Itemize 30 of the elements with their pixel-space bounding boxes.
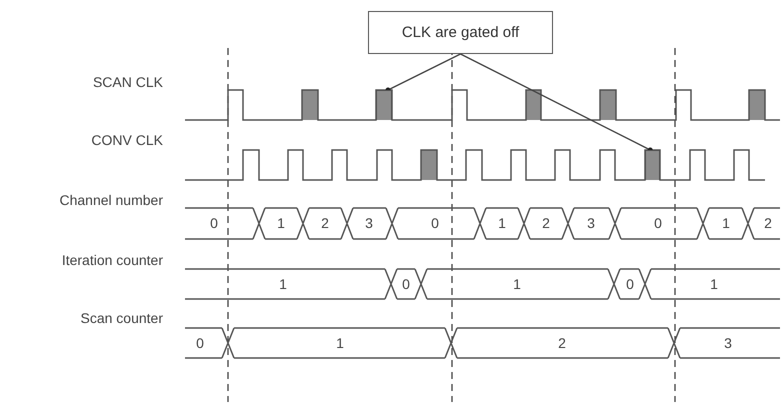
callout-box: CLK are gated off — [368, 11, 553, 54]
bus-value: 1 — [277, 215, 285, 231]
bus-value: 0 — [402, 276, 410, 292]
signal-name: Iteration counter — [62, 252, 163, 268]
bus-value: 0 — [196, 335, 204, 351]
bus-value: 1 — [722, 215, 730, 231]
signal-name: SCAN CLK — [92, 74, 163, 90]
bus-value: 1 — [279, 276, 287, 292]
signal-name: Channel number — [59, 192, 163, 208]
bus-value: 2 — [558, 335, 566, 351]
leader-line — [386, 53, 461, 92]
bus-value: 1 — [498, 215, 506, 231]
bus-value: 0 — [654, 215, 662, 231]
signal-name: CONV CLK — [91, 132, 163, 148]
bus-value: 2 — [542, 215, 550, 231]
bus-value: 1 — [710, 276, 718, 292]
bus-value: 0 — [626, 276, 634, 292]
bus-value: 3 — [724, 335, 732, 351]
gated-clock-pulse — [376, 90, 392, 120]
bus-value: 3 — [365, 215, 373, 231]
signal-name: Scan counter — [80, 310, 163, 326]
bus-value: 0 — [431, 215, 439, 231]
bus-value: 3 — [587, 215, 595, 231]
bus-value: 2 — [764, 215, 772, 231]
gated-clock-pulse — [645, 150, 660, 180]
bus-value: 1 — [513, 276, 521, 292]
bus-value: 0 — [210, 215, 218, 231]
leader-line — [460, 53, 653, 152]
bus-value: 1 — [336, 335, 344, 351]
bus-value: 2 — [321, 215, 329, 231]
